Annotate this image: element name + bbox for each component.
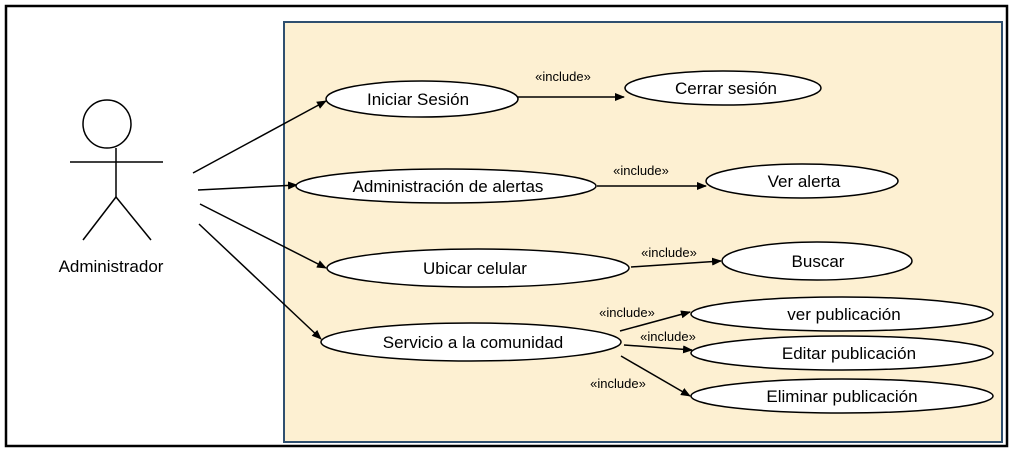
use-case-label: Buscar bbox=[792, 252, 845, 271]
actor-administrador: Administrador bbox=[59, 99, 164, 276]
use-case-label: Iniciar Sesión bbox=[367, 90, 469, 109]
associations bbox=[192, 100, 327, 340]
include-line-buscar bbox=[630, 257, 722, 268]
use-case-administracion-alertas: Administración de alertas bbox=[295, 168, 597, 204]
include-label: «include» bbox=[613, 163, 669, 178]
use-case-buscar: Buscar bbox=[721, 241, 913, 281]
include-line-editar-publicacion bbox=[623, 344, 693, 354]
include-label: «include» bbox=[641, 245, 697, 260]
actor-head bbox=[82, 99, 132, 149]
association-servicio-comunidad bbox=[198, 223, 322, 340]
include-label: «include» bbox=[640, 329, 696, 344]
use-case-label: Eliminar publicación bbox=[766, 387, 917, 406]
association-ubicar-celular bbox=[199, 203, 327, 269]
include-line-ver-publicacion bbox=[619, 310, 691, 332]
use-case-label: Servicio a la comunidad bbox=[383, 333, 563, 352]
use-case-label: Editar publicación bbox=[782, 344, 916, 363]
use-case-ubicar-celular: Ubicar celular bbox=[326, 248, 630, 288]
include-label: «include» bbox=[590, 376, 646, 391]
use-case-ver-publicacion: ver publicación bbox=[690, 296, 994, 332]
use-case-label: Cerrar sesión bbox=[675, 79, 777, 98]
actor-label: Administrador bbox=[59, 257, 164, 276]
use-case-label: Ver alerta bbox=[768, 172, 841, 191]
use-case-iniciar-sesion: Iniciar Sesión bbox=[325, 80, 519, 118]
use-case-cerrar-sesion: Cerrar sesión bbox=[624, 70, 822, 106]
include-label: «include» bbox=[599, 305, 655, 320]
use-case-label: ver publicación bbox=[787, 305, 900, 324]
actor-left-leg bbox=[82, 196, 117, 241]
include-line-eliminar-publicacion bbox=[620, 355, 691, 397]
use-case-servicio-comunidad: Servicio a la comunidad bbox=[320, 322, 622, 362]
use-case-label: Ubicar celular bbox=[423, 259, 527, 278]
association-iniciar-sesion bbox=[192, 100, 327, 174]
include-label: «include» bbox=[535, 69, 591, 84]
use-case-editar-publicacion: Editar publicación bbox=[690, 335, 994, 371]
use-case-eliminar-publicacion: Eliminar publicación bbox=[690, 378, 994, 414]
actor-right-leg bbox=[115, 196, 152, 241]
use-case-label: Administración de alertas bbox=[353, 177, 544, 196]
outer-frame bbox=[4, 4, 1009, 448]
include-relations: «include» «include» «include» «include» … bbox=[516, 69, 722, 397]
association-administracion-alertas bbox=[197, 181, 298, 191]
use-case-ver-alerta: Ver alerta bbox=[705, 163, 899, 199]
